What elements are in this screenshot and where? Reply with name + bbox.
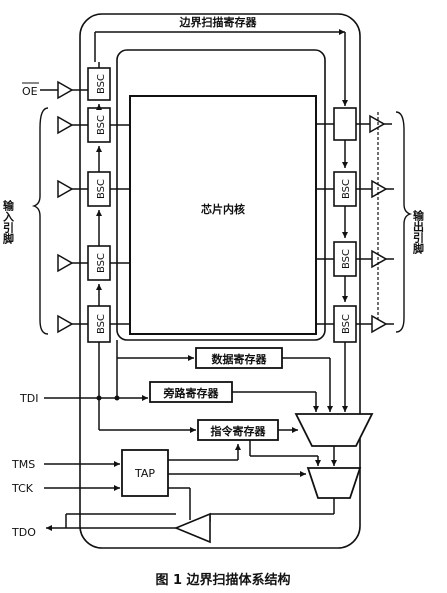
bsc-label: BSC [341,314,352,334]
bsc-label: BSC [341,179,352,199]
input-pins-label: 输入引脚 [2,199,15,245]
boundary-scan-register-label: 边界扫描寄存器 [179,15,258,29]
bsc-label: BSC [96,179,107,199]
input-buffers [57,80,74,334]
chip-outline [79,13,361,549]
bsc-label: BSC [96,115,107,135]
chip-core-box [129,95,317,335]
instruction-register-label: 指令寄存器 [211,424,267,438]
tdo-pin-label: TDO [11,526,36,539]
bsc-label: BSC [96,74,107,94]
output-bsc-column: BSC BSC BSC [333,107,357,343]
tms-pin-label: TMS [11,458,35,471]
scan-chain-loop [116,49,326,341]
output-buffers [369,114,388,334]
oe-pin-label: OE [22,85,38,98]
bsc-label: BSC [341,249,352,269]
tap-label: TAP [134,467,155,480]
bsc-label: BSC [96,314,107,334]
figure-caption: 图 1 边界扫描体系结构 [155,572,290,588]
tck-pin-label: TCK [11,482,34,495]
tdi-pin-label: TDI [19,392,38,405]
oe-control-cell [333,107,357,141]
data-mux [294,413,374,447]
data-register-label: 数据寄存器 [212,352,268,366]
tap-controller-box [121,449,169,497]
tdo-buffer [173,512,211,544]
bypass-register-label: 旁路寄存器 [163,386,220,400]
output-pins-label: 输出引脚 [412,209,425,255]
chip-core-label: 芯片内核 [201,202,245,216]
output-mux [306,467,362,499]
bsc-label: BSC [96,253,107,273]
